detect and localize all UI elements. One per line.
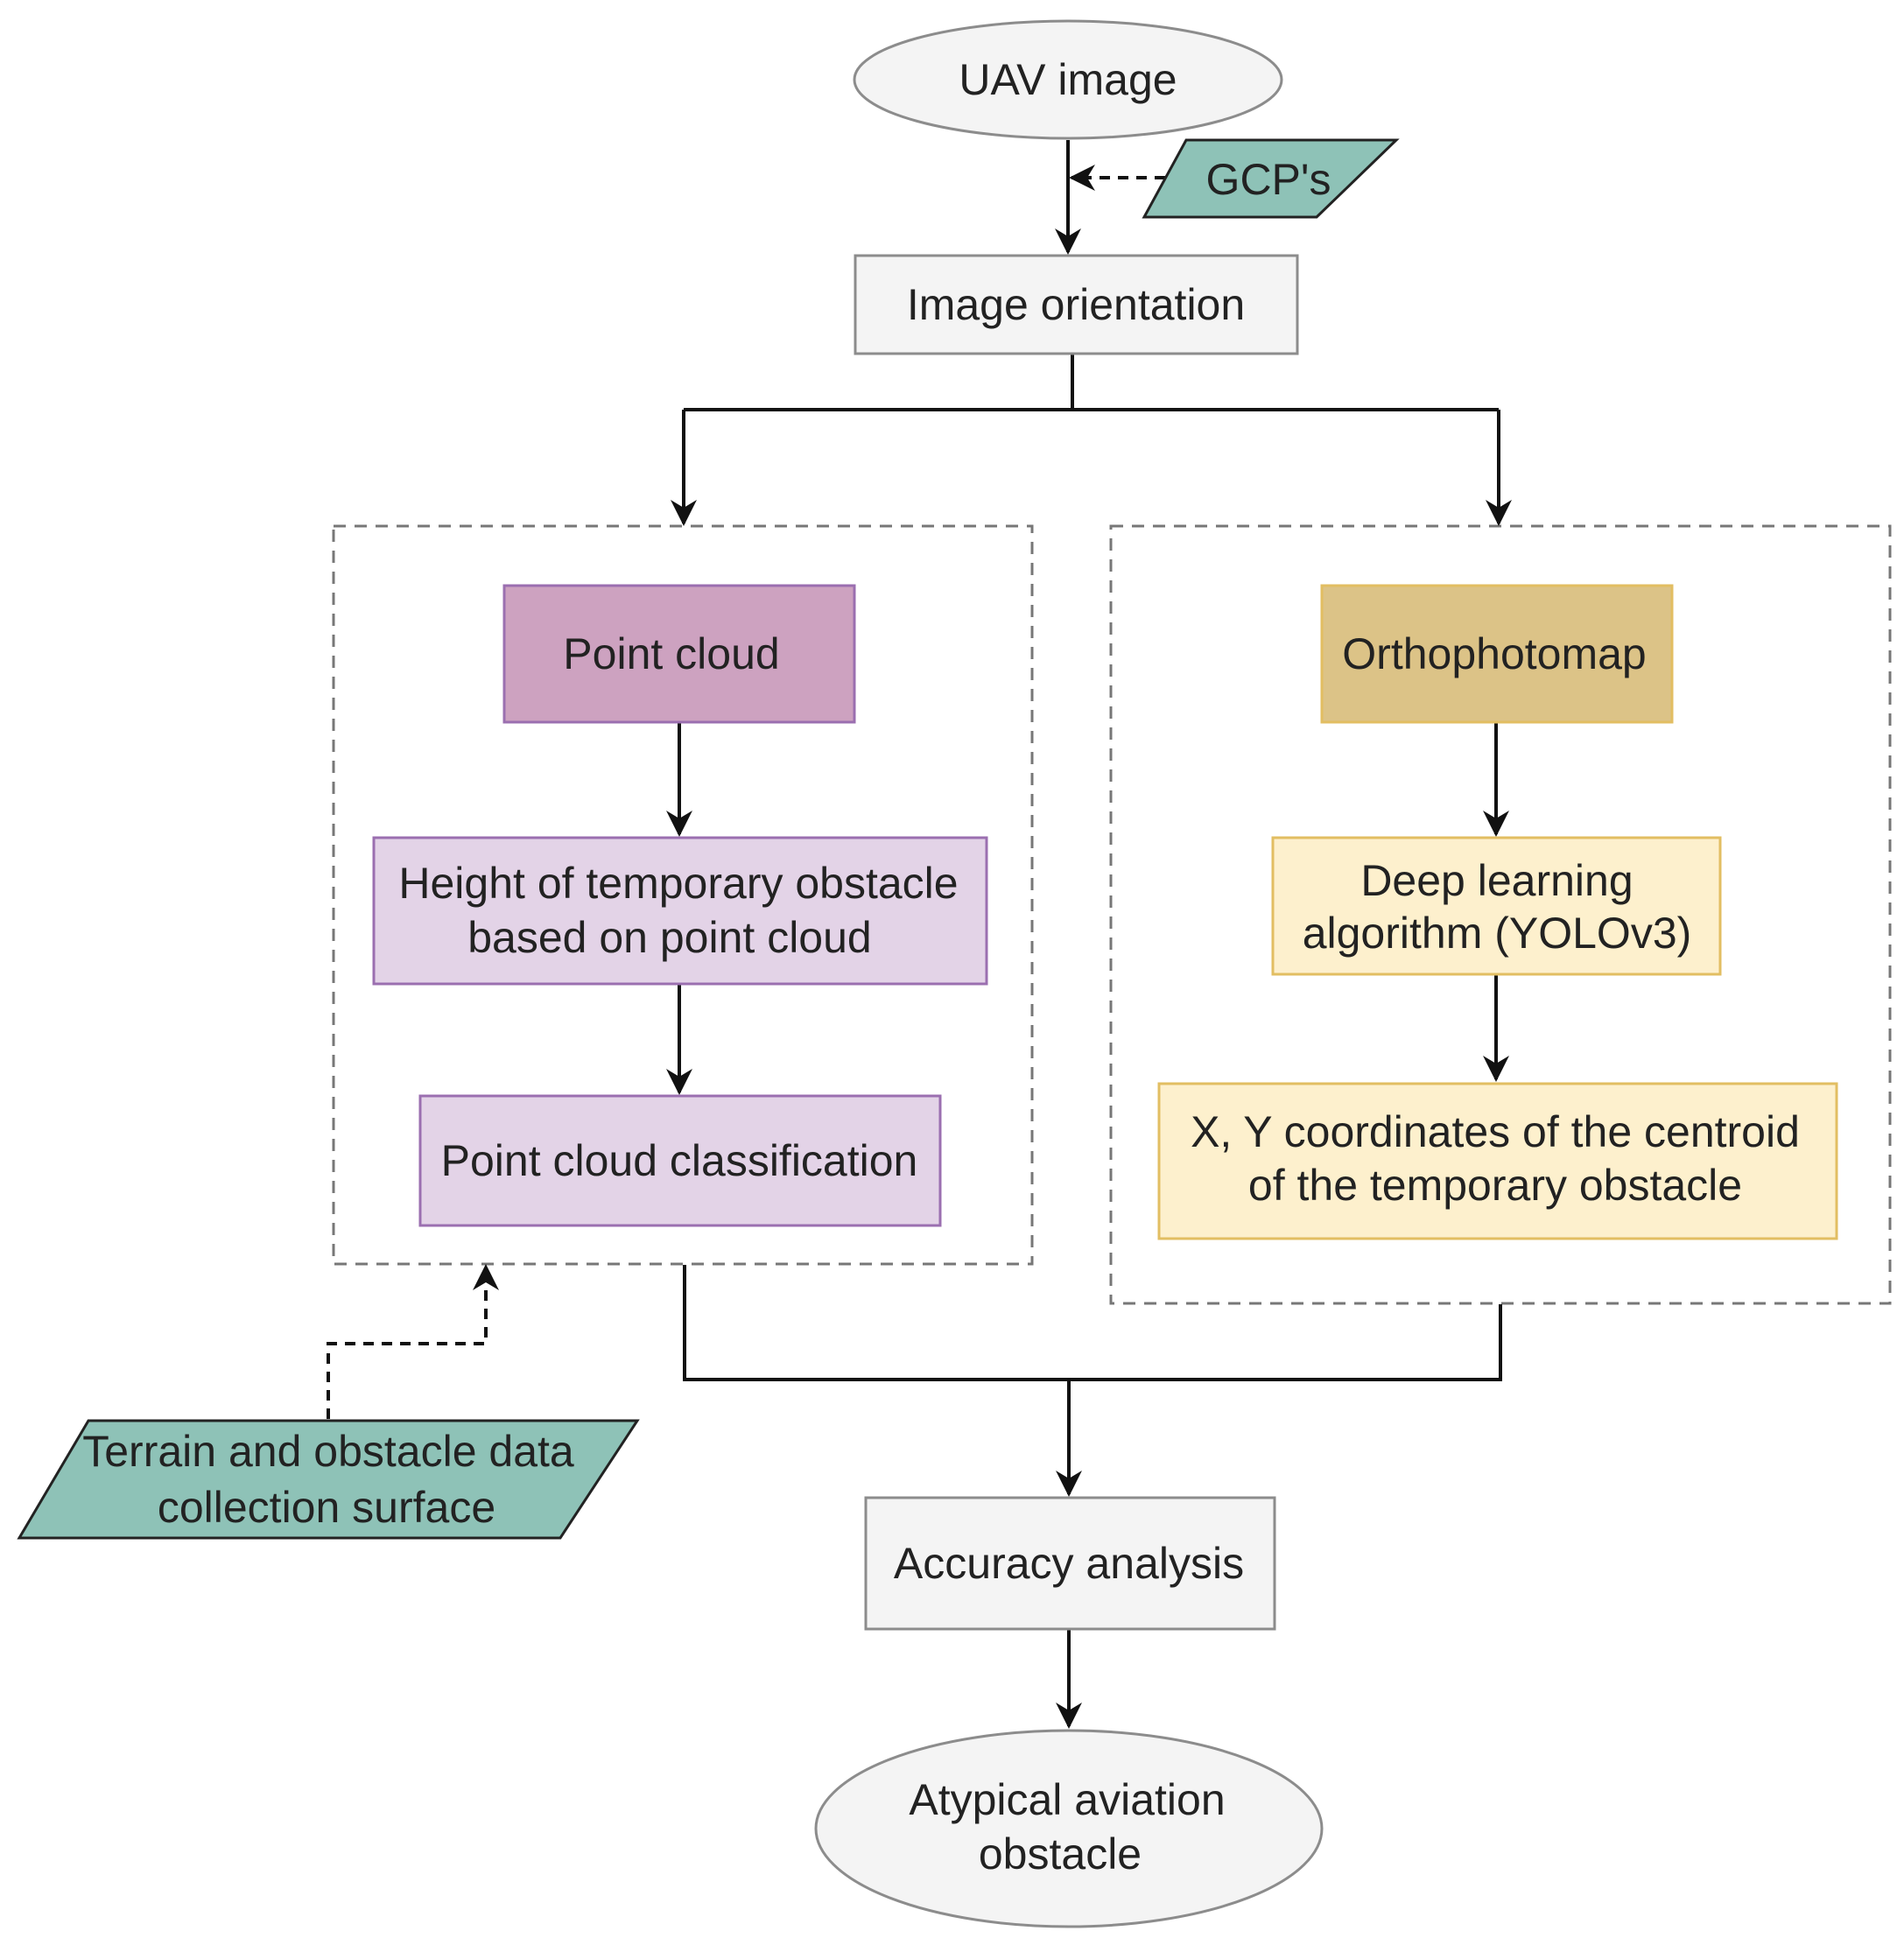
deep-learning-node: Deep learning algorithm (YOLOv3)	[1271, 836, 1722, 976]
xy-coordinates-label-line2: of the temporary obstacle	[1248, 1161, 1742, 1210]
image-orientation-node: Image orientation	[854, 254, 1299, 355]
atypical-obstacle-label-line2: obstacle	[979, 1829, 1142, 1878]
pc-classification-node: Point cloud classification	[418, 1094, 942, 1227]
accuracy-analysis-label: Accuracy analysis	[894, 1539, 1244, 1588]
xy-coordinates-node: X, Y coordinates of the centroid of the …	[1157, 1082, 1838, 1240]
atypical-obstacle-node: Atypical aviation obstacle	[814, 1729, 1324, 1928]
terrain-node: Terrain and obstacle data collection sur…	[17, 1419, 640, 1540]
pc-classification-label: Point cloud classification	[441, 1136, 918, 1185]
xy-coordinates-label-line1: X, Y coordinates of the centroid	[1191, 1107, 1800, 1156]
uav-image-label: UAV image	[959, 55, 1177, 104]
edges	[327, 140, 1512, 1729]
deep-learning-label-line2: algorithm (YOLOv3)	[1303, 909, 1692, 958]
image-orientation-label: Image orientation	[907, 280, 1245, 329]
edge-terrain-to-group	[327, 1264, 499, 1419]
edge-groups-merge	[683, 1265, 1502, 1381]
atypical-obstacle-label-line1: Atypical aviation	[909, 1775, 1225, 1824]
terrain-label-line1: Terrain and obstacle data	[82, 1427, 574, 1476]
height-node: Height of temporary obstacle based on po…	[372, 836, 988, 986]
point-cloud-node: Point cloud	[502, 584, 856, 724]
edge-orientation-split	[684, 355, 1499, 411]
point-cloud-group	[332, 524, 1034, 1266]
accuracy-analysis-node: Accuracy analysis	[864, 1496, 1276, 1631]
orthophotomap-node: Orthophotomap	[1320, 584, 1674, 724]
gcps-label: GCP's	[1206, 155, 1331, 204]
height-label-line2: based on point cloud	[467, 913, 871, 962]
orthophoto-group	[1109, 524, 1892, 1305]
gcps-node: GCP's	[1142, 138, 1400, 219]
height-label-line1: Height of temporary obstacle	[398, 859, 958, 908]
point-cloud-label: Point cloud	[563, 629, 779, 678]
orthophotomap-label: Orthophotomap	[1342, 629, 1646, 678]
terrain-label-line2: collection surface	[158, 1483, 495, 1532]
deep-learning-label-line1: Deep learning	[1360, 856, 1633, 905]
uav-image-node: UAV image	[853, 19, 1283, 140]
